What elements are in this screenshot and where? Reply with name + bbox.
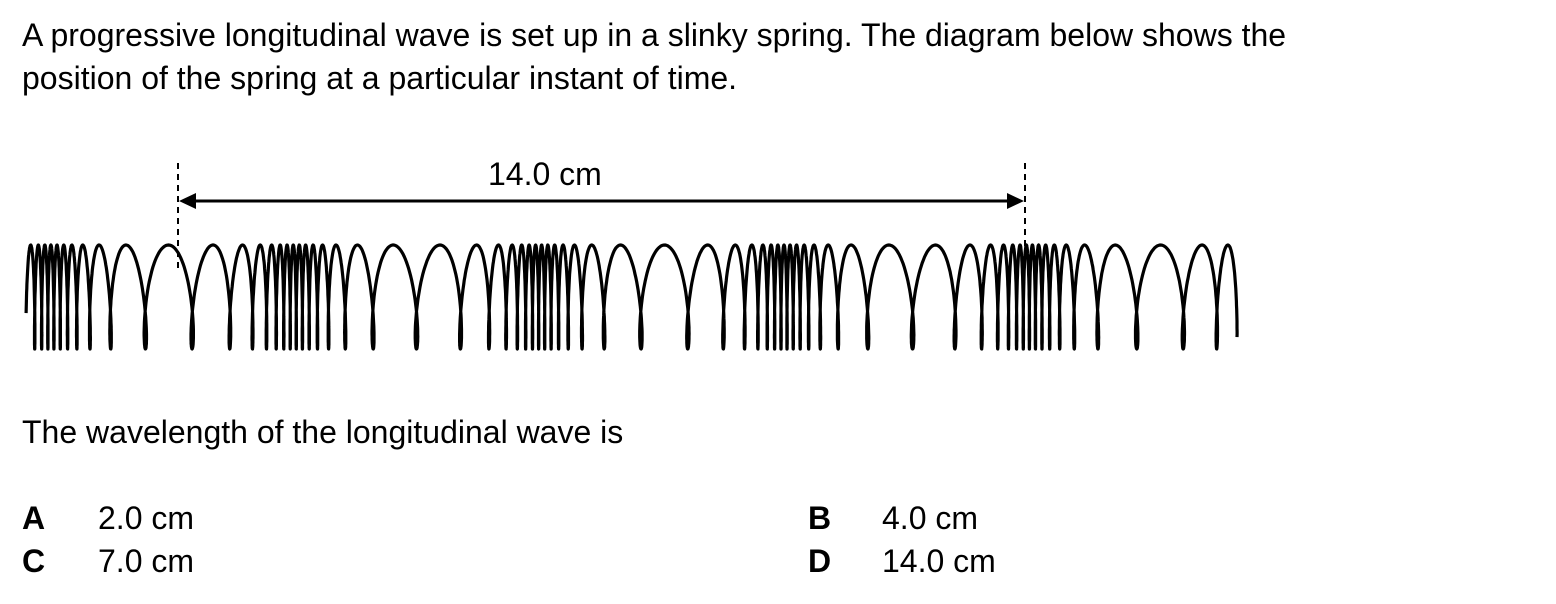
- option-letter: B: [808, 500, 832, 536]
- option-value: 2.0 cm: [98, 500, 195, 536]
- question-intro-line-1: A progressive longitudinal wave is set u…: [22, 17, 1287, 53]
- slinky-spring: [24, 243, 1239, 351]
- question-stem: The wavelength of the longitudinal wave …: [22, 414, 624, 450]
- option-letter: A: [22, 500, 46, 536]
- option-value: 14.0 cm: [882, 543, 996, 579]
- arrow-head-right: [1007, 193, 1024, 209]
- option-value: 4.0 cm: [882, 500, 979, 536]
- option-value: 7.0 cm: [98, 543, 195, 579]
- arrow-head-left: [179, 193, 196, 209]
- question-intro-line-2: position of the spring at a particular i…: [22, 60, 738, 96]
- option-letter: C: [22, 543, 46, 579]
- distance-label: 14.0 cm: [488, 156, 602, 192]
- option-letter: D: [808, 543, 832, 579]
